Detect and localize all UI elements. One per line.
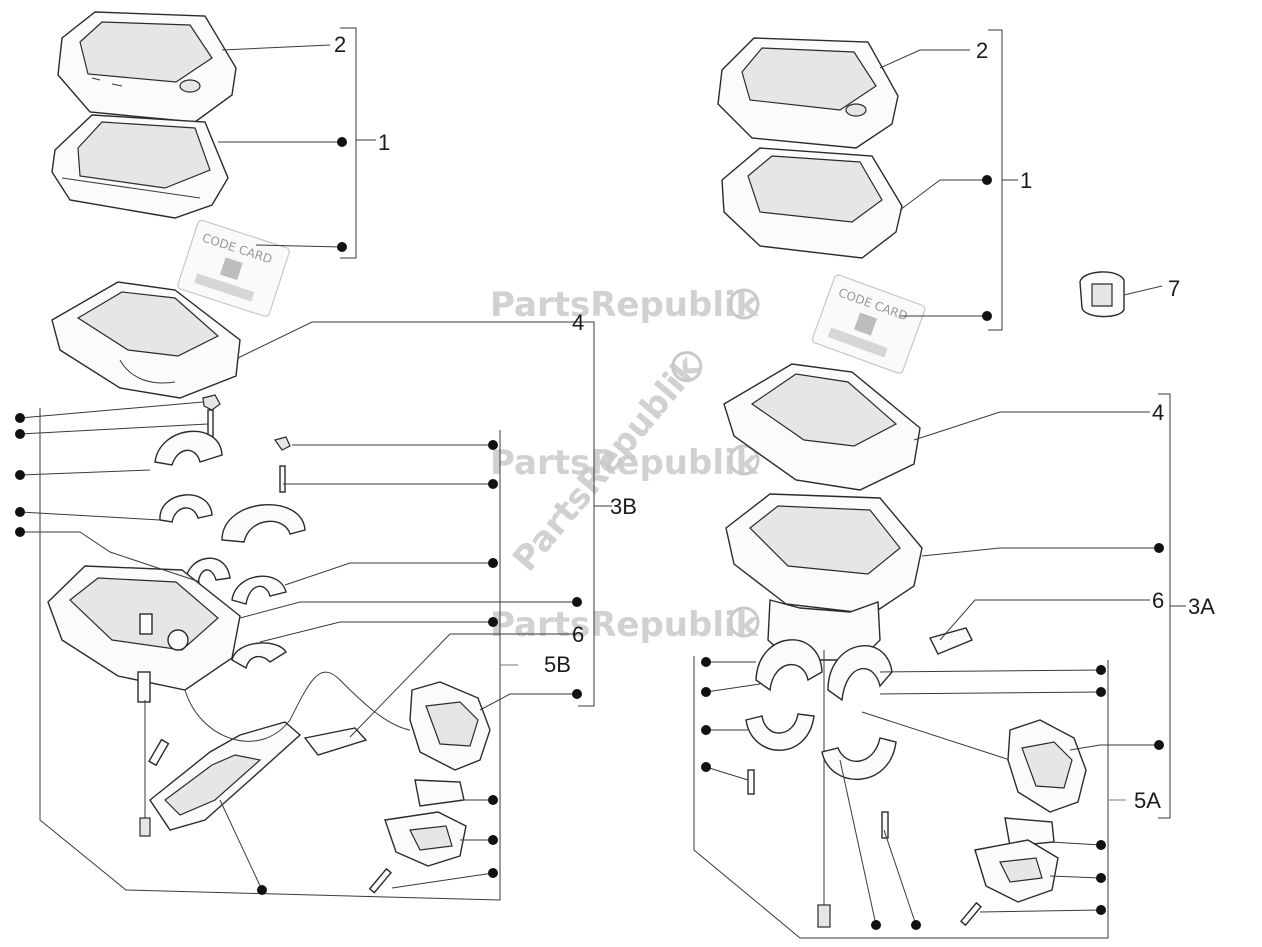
watermark-group: PartsRepublik PartsRepublik PartsRepubli… [490, 285, 760, 645]
bracket-frames-right [693, 29, 1186, 939]
callout-5a-right: 5A [1134, 788, 1161, 813]
grip-parts-left [368, 779, 467, 894]
callout-3b-left: 3B [610, 494, 637, 519]
code-card-left: CODE CARD [177, 219, 290, 318]
callout-dots-right [701, 175, 1164, 930]
watermark-1: PartsRepublik [490, 285, 760, 325]
mount-cradle-right [723, 363, 921, 491]
callout-4-left: 4 [572, 310, 584, 335]
watermark-text: PartsRepublik [490, 443, 760, 483]
watermark-text: PartsRepublik [490, 285, 760, 325]
leader-lines-right [705, 49, 1163, 926]
callout-labels-right: 2 1 7 4 6 3A 5A [976, 38, 1215, 813]
bracket-frames-left [39, 27, 612, 901]
callout-2-right: 2 [976, 38, 988, 63]
remote-control-right [1007, 719, 1087, 813]
mount-cradle-left [51, 281, 241, 399]
leader-lines-left [19, 44, 582, 891]
gear-icon [671, 351, 703, 383]
watermark-3: PartsRepublik [490, 605, 760, 645]
callout-labels-left: 2 1 4 3B 6 5B [334, 32, 637, 677]
watermark-2: PartsRepublik [490, 443, 760, 483]
callout-7-right: 7 [1168, 276, 1180, 301]
watermark-text: PartsRepublik [490, 605, 760, 645]
gear-icon [728, 606, 760, 638]
right-assembly: CODE CARD [693, 29, 1215, 939]
base-housing-left [47, 565, 241, 837]
callout-3a-right: 3A [1188, 594, 1215, 619]
callout-2-left: 2 [334, 32, 346, 57]
display-cover-right [717, 37, 899, 149]
callout-6-left: 6 [572, 622, 584, 647]
remote-control-left [184, 671, 491, 771]
base-housing-right [725, 493, 923, 928]
display-cover-left [57, 11, 237, 123]
grip-parts-right [960, 817, 1059, 927]
callout-6-right: 6 [1152, 588, 1164, 613]
gear-icon [728, 444, 760, 476]
lower-bracket-left [149, 721, 302, 831]
display-unit-right [721, 147, 903, 259]
callout-5b-left: 5B [544, 652, 571, 677]
display-unit-left [51, 114, 229, 219]
callout-1-right: 1 [1020, 168, 1032, 193]
callout-dots-left [15, 137, 582, 895]
cable-plug-right [928, 627, 973, 655]
gear-icon [728, 288, 760, 320]
cable-clip-right [1079, 271, 1125, 318]
clamp-rings-right [745, 639, 1011, 839]
callout-4-right: 4 [1152, 400, 1164, 425]
left-assembly: CODE CARD [15, 11, 637, 901]
clamp-parts-left [154, 394, 306, 670]
code-card-right: CODE CARD [811, 274, 926, 374]
callout-1-left: 1 [378, 130, 390, 155]
